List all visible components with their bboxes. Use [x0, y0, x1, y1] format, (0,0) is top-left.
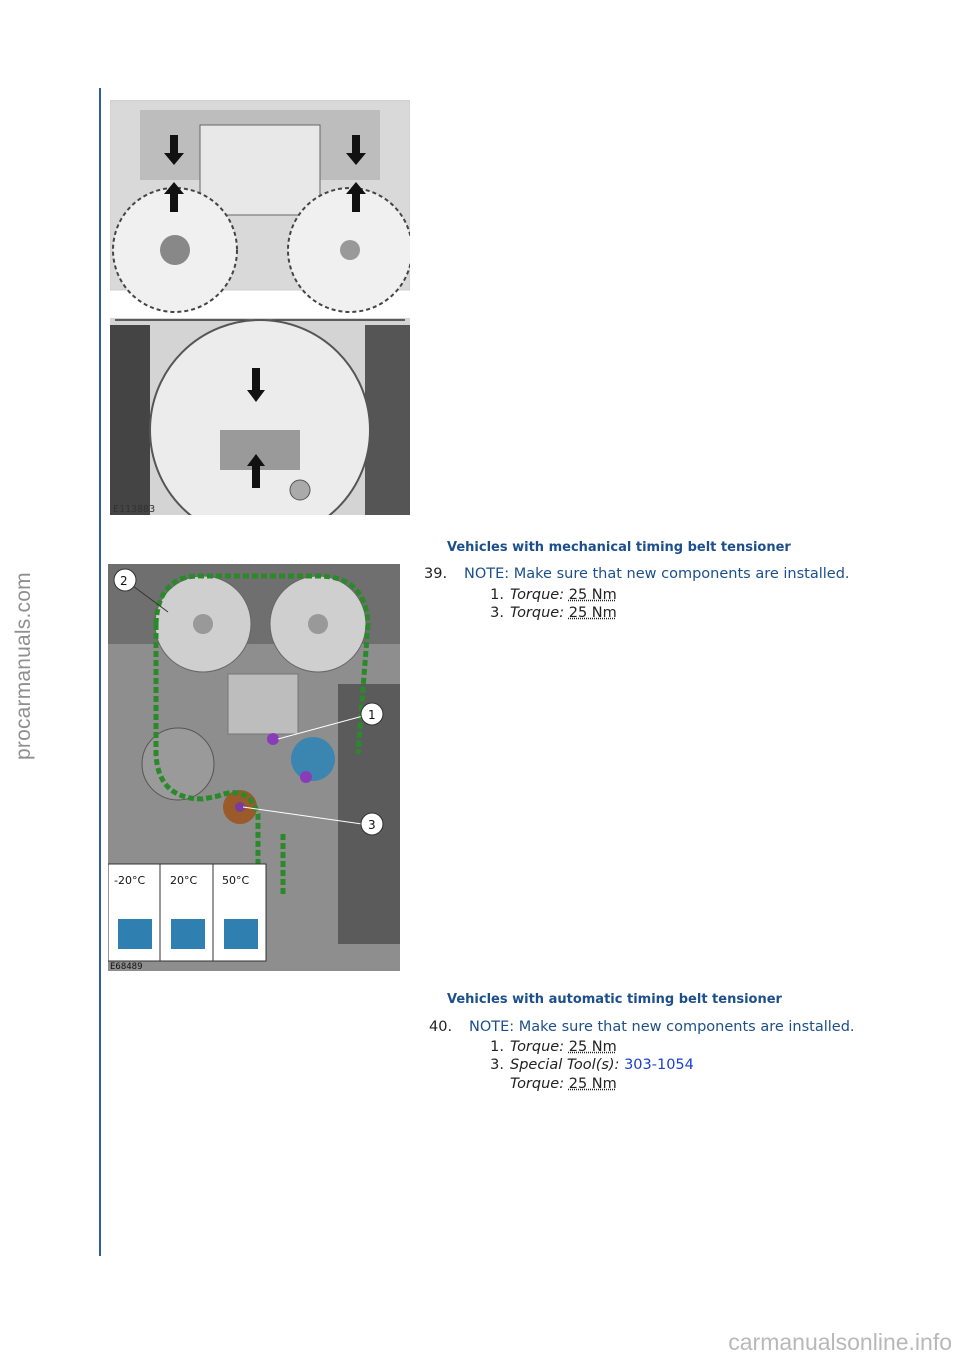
item-number: 1.: [490, 1039, 504, 1055]
torque-value-link[interactable]: 25 Nm: [568, 1076, 617, 1092]
step-39-item-1: 1. Torque: 25 Nm: [479, 587, 617, 603]
item-label: Torque:: [510, 1039, 565, 1055]
temp-50: 50°C: [222, 874, 249, 887]
step-39-number: 39.: [424, 566, 448, 582]
figure-belt-routing: 2 1 3 -20°C 20°C 50°C E68489: [108, 564, 400, 971]
footer-watermark: carmanualsonline.info: [728, 1329, 952, 1355]
step-40-item-1: 1. Torque: 25 Nm: [479, 1039, 617, 1055]
torque-value-link[interactable]: 25 Nm: [568, 605, 617, 621]
timing-marks-illustration: E113883: [110, 100, 410, 515]
temp-20: 20°C: [170, 874, 197, 887]
torque-value-link[interactable]: 25 Nm: [568, 1039, 617, 1055]
torque-value-link[interactable]: 25 Nm: [568, 587, 617, 603]
step-39: 39. NOTE: Make sure that new components …: [424, 566, 874, 586]
step-40-item-3-torque: Torque: 25 Nm: [479, 1076, 617, 1092]
fig1-code: E113883: [113, 504, 155, 515]
item-label: Torque:: [510, 587, 565, 603]
callout-2: 2: [120, 574, 128, 588]
step-39-item-3: 3. Torque: 25 Nm: [479, 605, 617, 621]
side-watermark: procarmanuals.com: [12, 572, 35, 760]
figure-timing-marks: E113883: [110, 100, 410, 515]
caption-mechanical: Vehicles with mechanical timing belt ten…: [447, 540, 791, 555]
item-label: Torque:: [510, 605, 565, 621]
step-40: 40. NOTE: Make sure that new components …: [429, 1019, 874, 1039]
step-39-note: NOTE: Make sure that new components are …: [464, 566, 850, 582]
item-label: Special Tool(s):: [510, 1057, 620, 1073]
step-40-number: 40.: [429, 1019, 453, 1035]
item-number: 3.: [490, 1057, 504, 1073]
callout-3: 3: [368, 818, 376, 832]
special-tool-link[interactable]: 303-1054: [624, 1057, 694, 1073]
temp-minus20: -20°C: [114, 874, 145, 887]
left-margin-rule: [99, 88, 101, 1256]
callout-1: 1: [368, 708, 376, 722]
fig2-code: E68489: [110, 962, 143, 971]
item-number: 3.: [490, 605, 504, 621]
belt-routing-illustration: 2 1 3 -20°C 20°C 50°C E68489: [108, 564, 400, 971]
step-40-item-3: 3. Special Tool(s): 303-1054: [479, 1057, 694, 1073]
caption-automatic: Vehicles with automatic timing belt tens…: [447, 992, 782, 1007]
item-number: 1.: [490, 587, 504, 603]
step-40-note: NOTE: Make sure that new components are …: [469, 1019, 855, 1035]
item-label: Torque:: [510, 1076, 565, 1092]
